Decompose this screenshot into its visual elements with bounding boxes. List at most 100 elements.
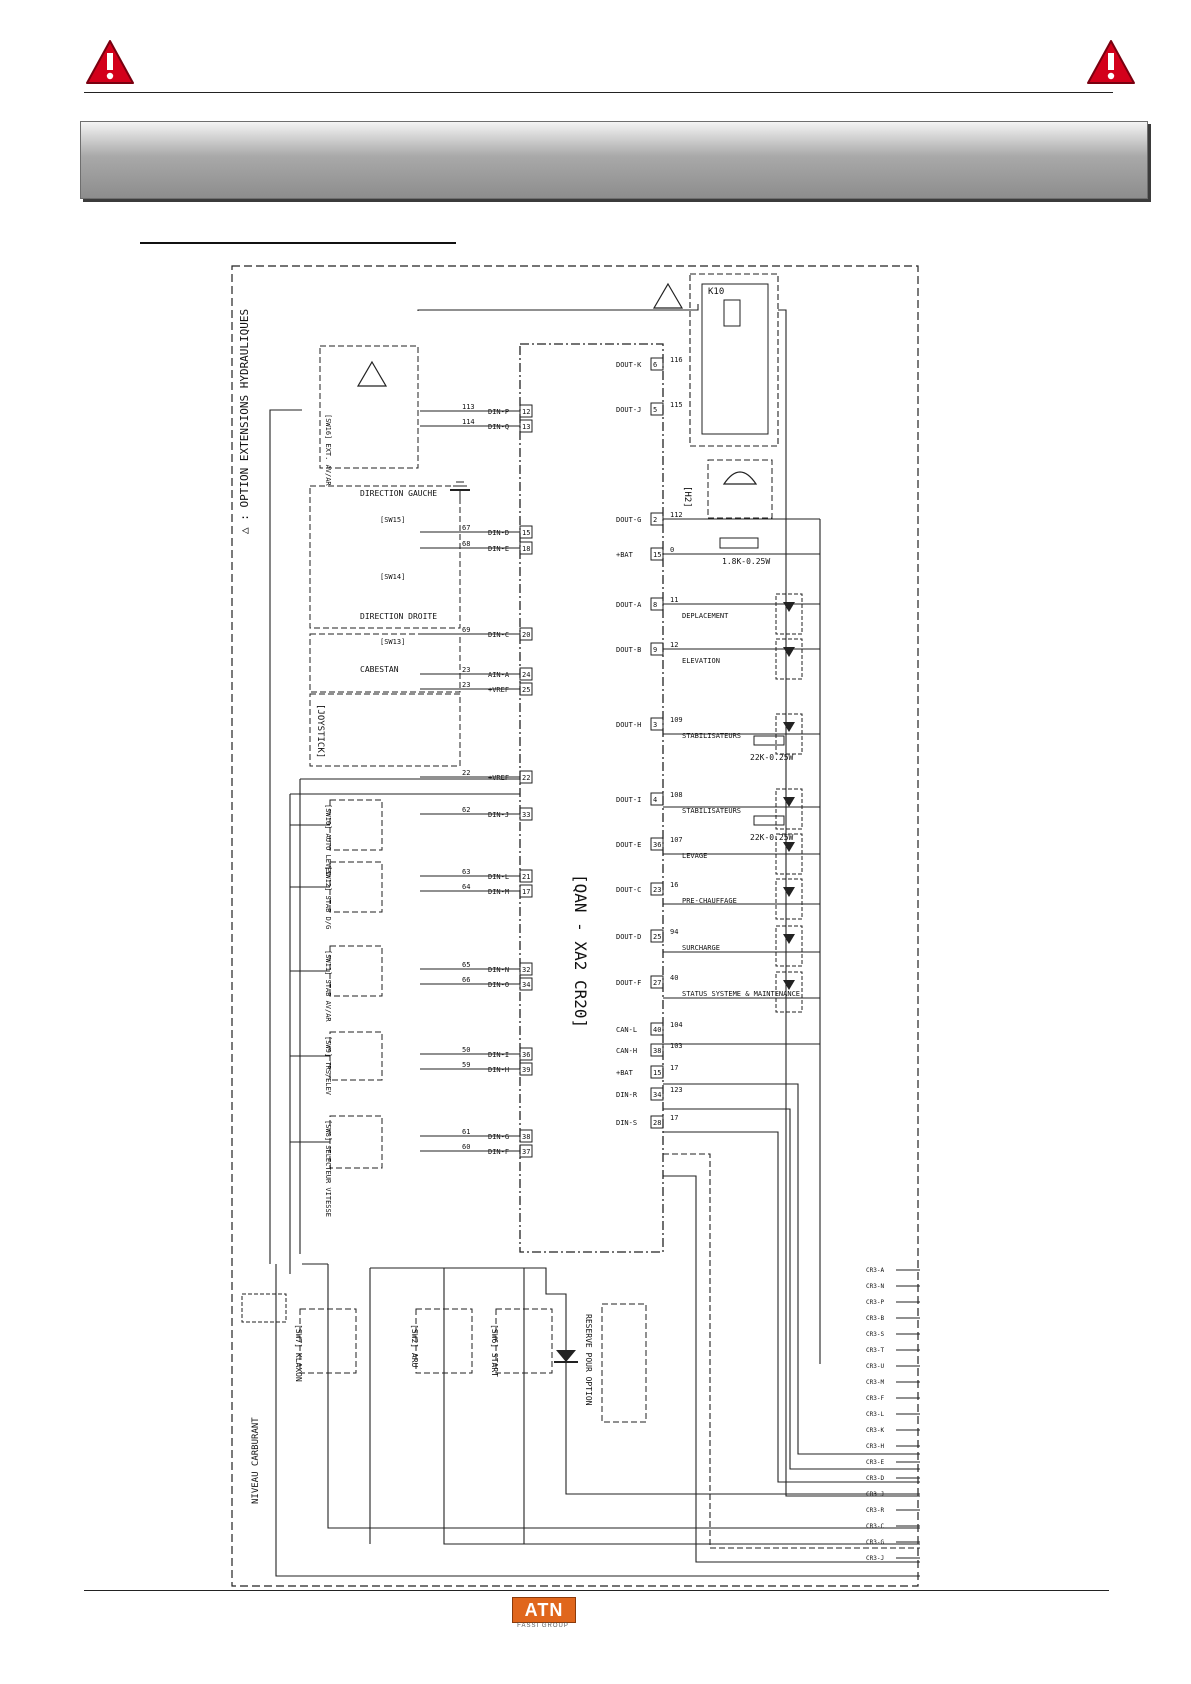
header-rule (84, 92, 1113, 93)
right-pin-box (650, 1087, 664, 1101)
sw2-label: [SW2] ARU (410, 1324, 419, 1368)
switch-label: [SW14] (380, 573, 405, 581)
warning-triangle-icon (86, 40, 134, 84)
switch-box (329, 945, 383, 997)
atn-logo: ATN FASSI GROUP (512, 1597, 576, 1633)
right-pin-box (650, 402, 664, 416)
joystick-label: [JOYSTICK] (315, 704, 325, 758)
right-pin-label: DOUT-J (616, 406, 641, 414)
right-pin-number: 3 (653, 721, 657, 729)
left-pin-wire: 23 (462, 666, 470, 674)
left-pin-number: 21 (522, 873, 530, 881)
connector-pin-label: CR3-L (866, 1411, 884, 1418)
connector-pin-label: CR3-N (866, 1283, 884, 1290)
left-pin-number: 25 (522, 686, 530, 694)
output-lamp-box (775, 925, 803, 967)
output-label: STABILISATEURS (682, 732, 741, 740)
right-pin-box (650, 837, 664, 851)
right-pin-box (650, 717, 664, 731)
connector-pin-label: CR3-G (866, 1539, 884, 1546)
right-pin-number: 25 (653, 933, 661, 941)
right-pin-number: 15 (653, 551, 661, 559)
left-pin-number: 15 (522, 529, 530, 537)
right-pin-box (650, 1065, 664, 1079)
connector-pin-label: CR3-D (866, 1475, 884, 1482)
left-pin-number: 12 (522, 408, 530, 416)
connector-pin-label: CR3-B (866, 1315, 884, 1322)
left-pin-wire: 113 (462, 403, 475, 411)
resistor-22k-2: 22K-0.25W (750, 833, 794, 842)
connector-pin-label: CR3-J (866, 1555, 884, 1562)
output-lamp-box (775, 878, 803, 920)
output-lamp-box (775, 971, 803, 1013)
right-pin-wire: 107 (670, 836, 683, 844)
reserve-label: RESERVE POUR OPTION (584, 1314, 593, 1406)
lamp-diode-icon (783, 842, 795, 852)
right-pin-label: CAN-L (616, 1026, 637, 1034)
connector-pin-label: CR3-E (866, 1459, 884, 1466)
output-lamp-box (775, 788, 803, 830)
output-lamp-box (775, 638, 803, 680)
output-label: LEVAGE (682, 852, 707, 860)
left-pin-wire: 64 (462, 883, 470, 891)
left-pin-wire: 68 (462, 540, 470, 548)
output-label: STABILISATEURS (682, 807, 741, 815)
left-pin-label: DIN-G (488, 1133, 509, 1141)
switch-box (329, 861, 383, 913)
direction-gauche: DIRECTION GAUCHE (360, 489, 437, 498)
left-pin-wire: 114 (462, 418, 475, 426)
left-pin-number: 34 (522, 981, 530, 989)
left-pin-wire: 63 (462, 868, 470, 876)
switch-label: [SW11] STAB AV/AR (324, 950, 332, 1022)
right-pin-number: 38 (653, 1047, 661, 1055)
left-pin-label: DIN-M (488, 888, 509, 896)
right-pin-box (650, 882, 664, 896)
left-pin-label: DIN-I (488, 1051, 509, 1059)
left-pin-label: +VREF (488, 686, 509, 694)
fuel-label: NIVEAU CARBURANT (251, 1417, 261, 1504)
left-pin-number: 32 (522, 966, 530, 974)
right-pin-label: DOUT-A (616, 601, 642, 609)
direction-droite: DIRECTION DROITE (360, 612, 437, 621)
right-pin-label: DOUT-K (616, 361, 642, 369)
output-label: SURCHARGE (682, 944, 720, 952)
right-pin-label: +BAT (616, 551, 634, 559)
right-pin-wire: 17 (670, 1064, 678, 1072)
right-pin-number: 15 (653, 1069, 661, 1077)
left-pin-number: 13 (522, 423, 530, 431)
connector-pin-label: CR3-R (866, 1507, 884, 1514)
left-pin-wire: 60 (462, 1143, 470, 1151)
switch-box (329, 799, 383, 851)
left-pin-wire: 67 (462, 524, 470, 532)
right-pin-number: 40 (653, 1026, 661, 1034)
left-pin-label: AIN-A (488, 671, 510, 679)
right-pin-wire: 116 (670, 356, 683, 364)
logo-sub: FASSI GROUP (517, 1623, 569, 1629)
switch-box (329, 1115, 383, 1169)
output-label: DEPLACEMENT (682, 612, 729, 620)
lamp-diode-icon (783, 797, 795, 807)
output-label: STATUS SYSTEME & MAINTENANCE (682, 990, 800, 998)
left-pin-wire: 62 (462, 806, 470, 814)
connector-pin-label: CR3-P (866, 1299, 884, 1306)
connector-pin-label: CR3-K (866, 1427, 884, 1434)
lamp-diode-icon (783, 722, 795, 732)
left-pin-number: 22 (522, 774, 530, 782)
left-pin-label: DIN-D (488, 529, 509, 537)
right-pin-box (650, 1043, 664, 1057)
right-pin-label: DOUT-C (616, 886, 641, 894)
right-pin-box (650, 1115, 664, 1129)
switch-label: [SW12] STAB D/G (324, 866, 332, 929)
right-pin-wire: 109 (670, 716, 683, 724)
right-pin-number: 28 (653, 1119, 661, 1127)
left-pin-label: DIN-F (488, 1148, 509, 1156)
left-pin-label: DIN-N (488, 966, 509, 974)
right-pin-wire: 104 (670, 1021, 683, 1029)
left-pin-number: 38 (522, 1133, 530, 1141)
left-pin-number: 37 (522, 1148, 530, 1156)
left-pin-wire: 50 (462, 1046, 470, 1054)
right-pin-number: 23 (653, 886, 661, 894)
sw7-label: [SW7] KLAXON (294, 1324, 303, 1382)
right-pin-number: 9 (653, 646, 657, 654)
right-pin-wire: 16 (670, 881, 678, 889)
